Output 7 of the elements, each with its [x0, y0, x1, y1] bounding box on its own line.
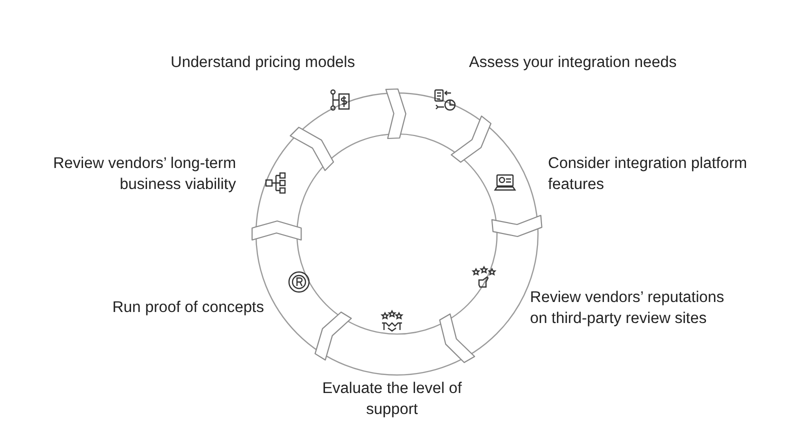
step-label: Review vendors’ reputations on third-party review sites: [530, 288, 726, 329]
step-label: Assess your integration needs: [469, 53, 678, 73]
step-label: Run proof of concepts: [111, 298, 264, 318]
step-label: Consider integration platform features: [548, 154, 748, 195]
step-label: Review vendors’ long-term business viability: [52, 154, 236, 195]
step-label: Understand pricing models: [170, 53, 355, 73]
step-label: Evaluate the level of support: [321, 379, 463, 420]
